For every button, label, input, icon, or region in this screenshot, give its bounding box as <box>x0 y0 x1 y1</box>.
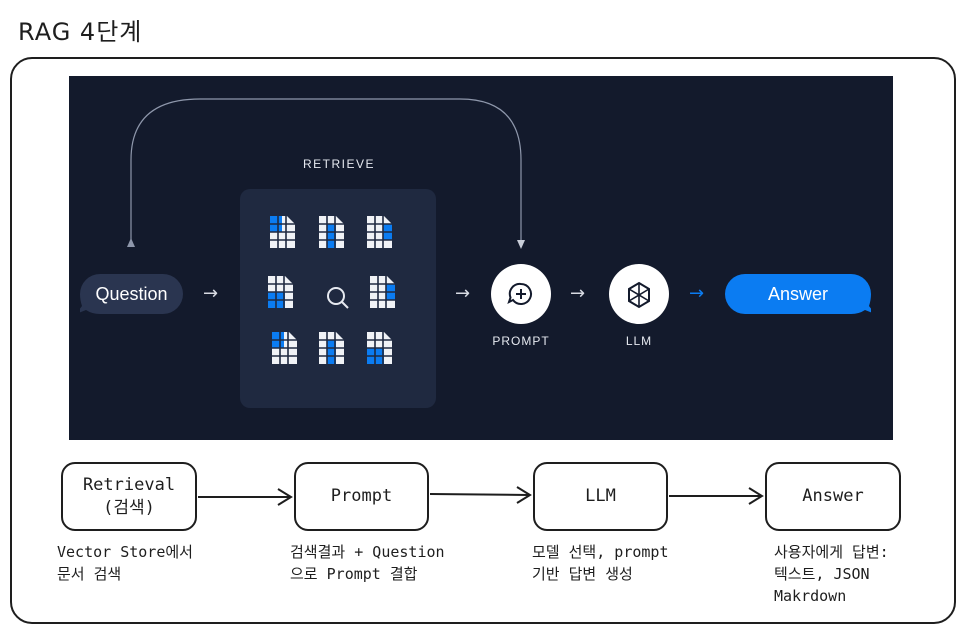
arrow-right-icon: → <box>570 283 586 304</box>
step-label: Retrieval <box>82 474 176 495</box>
flow-arrow <box>429 486 532 504</box>
step-label-sub: (검색) <box>103 497 155 518</box>
step-label: LLM <box>585 486 616 506</box>
chat-plus-icon <box>507 282 532 305</box>
step-box-retrieval: Retrieval (검색) <box>61 462 197 531</box>
arrow-right-icon: → <box>203 283 219 304</box>
answer-bubble: Answer <box>725 274 871 314</box>
page-title: RAG 4단계 <box>18 18 143 46</box>
flow-arrow <box>198 488 293 506</box>
step-label: Prompt <box>330 486 393 506</box>
step-box-llm: LLM <box>533 462 668 531</box>
arrow-right-icon: → <box>689 283 705 304</box>
step-box-answer: Answer <box>765 462 901 531</box>
step-label: Answer <box>802 486 864 506</box>
question-text: Question <box>95 283 168 304</box>
llm-node <box>609 264 669 324</box>
answer-text: Answer <box>767 283 829 304</box>
arrow-right-icon: → <box>455 283 471 304</box>
cube-icon <box>628 281 650 309</box>
prompt-label: PROMPT <box>492 334 550 348</box>
step-box-prompt: Prompt <box>294 462 429 531</box>
retrieve-label: RETRIEVE <box>303 157 376 171</box>
question-bubble: Question <box>80 274 183 314</box>
llm-label: LLM <box>625 334 653 348</box>
flow-arrow <box>669 487 764 505</box>
prompt-node <box>491 264 551 324</box>
search-icon <box>327 287 349 309</box>
rag-diagram-panel <box>69 76 893 440</box>
outer-frame <box>10 57 956 624</box>
